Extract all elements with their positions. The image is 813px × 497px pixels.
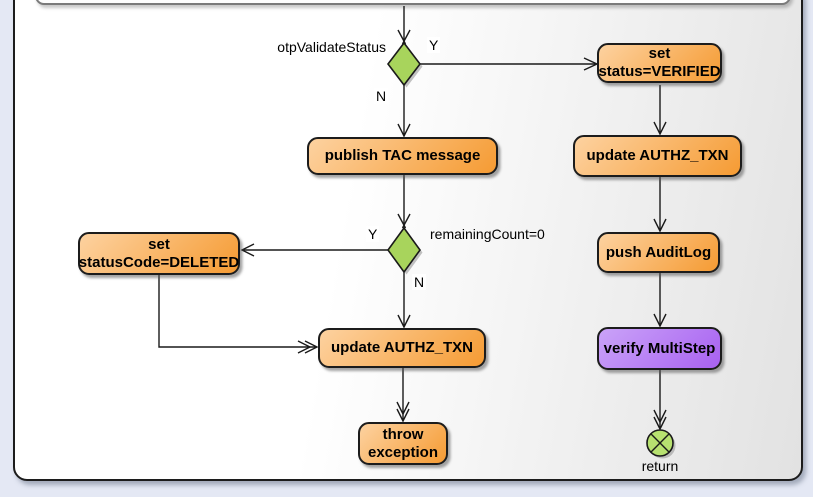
- end-node-label-return: return: [641, 458, 679, 474]
- decision-diamond-otp-validate[interactable]: [386, 41, 422, 87]
- node-label-line: update AUTHZ_TXN: [331, 339, 473, 356]
- arrowhead-icon: [240, 243, 255, 257]
- node-set-status-verified[interactable]: set status=VERIFIED: [597, 43, 722, 83]
- decision-label-otp-validate-status: otpValidateStatus: [277, 39, 386, 55]
- arrowhead-icon: [397, 29, 411, 45]
- arrowhead-icon: [653, 218, 667, 233]
- edge-label-remaining-no: N: [412, 274, 427, 290]
- decision-label-remaining-count: remainingCount=0: [430, 226, 545, 242]
- node-push-auditlog[interactable]: push AuditLog: [597, 232, 720, 273]
- edge-label-otp-no: N: [374, 88, 389, 104]
- arrowhead-icon: [297, 340, 319, 354]
- node-throw-exception[interactable]: throw exception: [358, 422, 448, 465]
- node-update-authz-txn-right[interactable]: update AUTHZ_TXN: [573, 135, 742, 177]
- node-label-line: set: [148, 235, 170, 253]
- edge-label-remaining-yes: Y: [366, 226, 380, 242]
- node-label-line: status=VERIFIED: [598, 63, 721, 80]
- node-label-line: statusCode=DELETED: [78, 253, 240, 271]
- node-publish-tac-message[interactable]: publish TAC message: [307, 137, 498, 175]
- arrowhead-icon: [653, 409, 667, 431]
- node-label-line: publish TAC message: [324, 147, 481, 164]
- node-verify-multistep[interactable]: verify MultiStep: [597, 327, 722, 370]
- decision-diamond-remaining-count[interactable]: [387, 226, 421, 274]
- node-label-line: update AUTHZ_TXN: [586, 147, 729, 164]
- node-label-line: throw: [382, 425, 424, 443]
- flow-final-icon[interactable]: [646, 429, 674, 457]
- arrowhead-icon: [653, 313, 667, 328]
- arrowhead-icon: [397, 213, 411, 229]
- node-set-statuscode-deleted[interactable]: set statusCode=DELETED: [78, 232, 240, 275]
- arrowhead-icon: [396, 401, 410, 423]
- node-label-line: exception: [367, 443, 439, 461]
- node-update-authz-txn-center[interactable]: update AUTHZ_TXN: [318, 328, 486, 368]
- edge-deleted-update: [158, 275, 316, 348]
- arrowhead-icon: [397, 123, 411, 138]
- node-label-line: push AuditLog: [605, 243, 712, 261]
- arrowhead-icon: [397, 314, 411, 329]
- edge-label-otp-yes: Y: [427, 37, 441, 53]
- node-label-line: set: [648, 45, 671, 62]
- node-label-line: verify MultiStep: [603, 339, 716, 357]
- arrowhead-icon: [653, 121, 667, 136]
